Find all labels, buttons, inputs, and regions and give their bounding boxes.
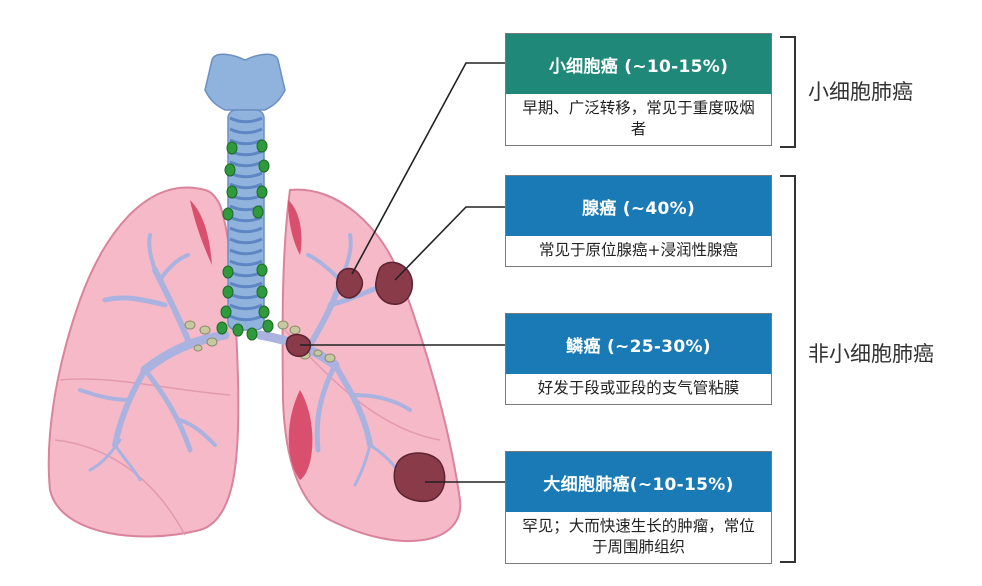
lymph-node	[262, 319, 274, 333]
trachea-ring	[229, 259, 263, 267]
tumor-squamous	[285, 333, 312, 358]
right-lung-fissure	[59, 378, 231, 396]
card-squamous-title: 鳞癌 (~25-30%)	[506, 314, 771, 374]
lymph-node	[216, 321, 228, 335]
lymph-node	[222, 285, 234, 299]
tumor-adenocarcinoma	[375, 261, 414, 305]
lymph-node	[222, 207, 234, 221]
lymph-node	[220, 305, 232, 319]
trachea-ring	[229, 314, 263, 322]
card-adenocarcinoma: 腺癌 (~40%) 常见于原位腺癌+浸润性腺癌	[505, 175, 772, 267]
card-squamous-desc: 好发于段或亚段的支气管粘膜	[537, 379, 740, 397]
lymph-node	[224, 163, 236, 177]
lymph-node	[258, 159, 270, 173]
trachea-ring	[229, 116, 263, 124]
group-label-small-cell: 小细胞肺癌	[808, 80, 913, 104]
right-lung-fissure-2	[54, 439, 186, 536]
card-large-cell-desc: 罕见；大而快速生长的肿瘤，常位于周围肺组织	[522, 517, 755, 556]
lymph-nodes	[216, 139, 274, 341]
trachea	[204, 53, 286, 331]
trachea-ring	[229, 303, 263, 311]
leader-adenocarcinoma	[394, 206, 505, 281]
lymph-node	[226, 185, 238, 199]
right-bronchial-tree	[78, 233, 230, 482]
trachea-ring	[229, 226, 263, 234]
card-small-cell-desc: 早期、广泛转移，常见于重度吸烟者	[522, 99, 755, 138]
trachea-ring	[229, 281, 263, 289]
left-lung-notch	[288, 390, 313, 480]
lymph-node	[256, 139, 268, 153]
left-lung-hilum	[288, 200, 302, 255]
leader-lines	[300, 62, 505, 483]
lymph-node	[252, 205, 264, 219]
trachea-ring	[229, 237, 263, 245]
card-large-cell: 大细胞肺癌(~10-15%) 罕见；大而快速生长的肿瘤，常位于周围肺组织	[505, 451, 772, 564]
hilar-nodes	[184, 320, 336, 363]
leader-small-cell	[351, 62, 505, 275]
card-adenocarcinoma-title: 腺癌 (~40%)	[506, 176, 771, 236]
card-adenocarcinoma-desc: 常见于原位腺癌+浸润性腺癌	[539, 241, 738, 259]
card-squamous: 鳞癌 (~25-30%) 好发于段或亚段的支气管粘膜	[505, 313, 772, 405]
lymph-node	[232, 323, 244, 337]
right-lung-hilum	[190, 200, 212, 265]
tumors	[285, 261, 446, 502]
lymph-node	[226, 141, 238, 155]
card-large-cell-title: 大细胞肺癌(~10-15%)	[506, 452, 771, 512]
trachea-ring	[229, 182, 263, 190]
lymph-node	[256, 285, 268, 299]
group-label-non-small-cell: 非小细胞肺癌	[808, 342, 934, 366]
lymph-node	[258, 305, 270, 319]
tumor-large-cell	[393, 452, 446, 502]
lymph-node	[256, 263, 268, 277]
lymph-node	[246, 327, 258, 341]
lymph-node	[256, 185, 268, 199]
card-small-cell: 小细胞癌 (~10-15%) 早期、广泛转移，常见于重度吸烟者	[505, 33, 772, 146]
bracket-small-cell	[780, 36, 796, 148]
lymph-node	[222, 265, 234, 279]
trachea-ring	[229, 127, 263, 135]
card-small-cell-title: 小细胞癌 (~10-15%)	[506, 34, 771, 94]
bracket-non-small-cell	[780, 175, 796, 563]
right-lung	[47, 186, 240, 538]
trachea-ring	[229, 248, 263, 256]
tumor-small-cell	[336, 267, 364, 299]
